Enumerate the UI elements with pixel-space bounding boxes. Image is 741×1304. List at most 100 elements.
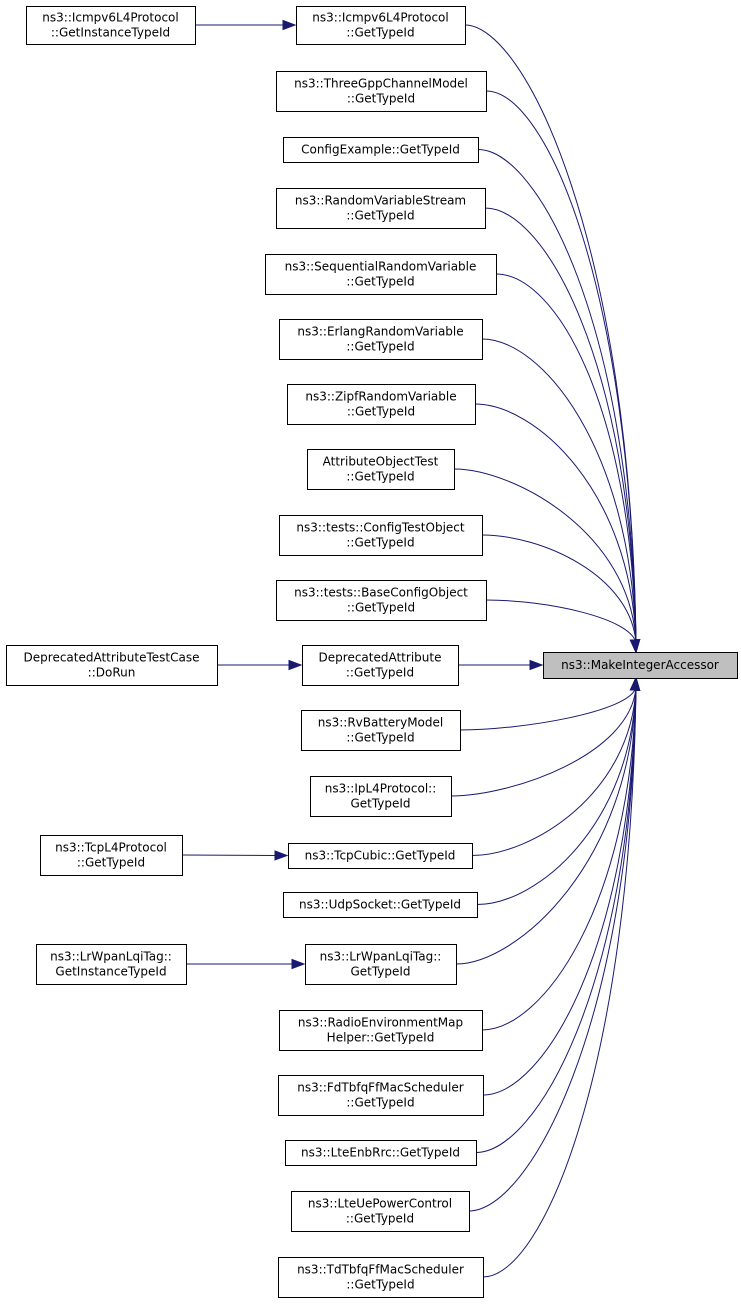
node-box (26, 6, 196, 45)
arrowhead-deprecatedattribute-gettypeid (529, 659, 544, 671)
edge-erlangrandomvariable-gettypeid (481, 338, 637, 644)
node-label-line: ns3::RadioEnvironmentMap (298, 1016, 463, 1030)
node-label-line: ::GetTypeId (346, 1212, 414, 1226)
node-target[interactable]: ns3::MakeIntegerAccessor (543, 652, 738, 679)
edge-ipl4protocol-gettypeid (450, 686, 637, 797)
node-label-line: ns3::Icmpv6L4Protocol (312, 11, 448, 25)
node-randomvariablestream-gettypeid[interactable]: ns3::RandomVariableStream::GetTypeId (276, 188, 486, 229)
node-label-line: ns3::FdTbfqFfMacScheduler (297, 1081, 463, 1095)
edge-tdtbfqffmacscheduler-gettypeid (482, 686, 637, 1278)
node-box (6, 645, 218, 686)
node-zipfrandomvariable-gettypeid[interactable]: ns3::ZipfRandomVariable::GetTypeId (287, 384, 476, 425)
node-udpsocket-gettypeid[interactable]: ns3::UdpSocket::GetTypeId (283, 892, 478, 918)
node-label-line: ::GetTypeId (346, 275, 414, 289)
node-label-line: ::GetTypeId (346, 1096, 414, 1110)
node-label-line: ::GetInstanceTypeId (51, 26, 170, 40)
arrowhead-tcpl4protocol-gettypeid (274, 850, 289, 861)
node-erlangrandomvariable-gettypeid[interactable]: ns3::ErlangRandomVariable::GetTypeId (279, 319, 483, 360)
edge-configtestobject-gettypeid (481, 534, 637, 644)
node-sequentialrandomvariable-gettypeid[interactable]: ns3::SequentialRandomVariable::GetTypeId (265, 254, 497, 295)
node-attributeobjecttest-gettypeid[interactable]: AttributeObjectTest::GetTypeId (307, 449, 455, 490)
node-rvbatterymodel-gettypeid[interactable]: ns3::RvBatteryModel::GetTypeId (301, 710, 461, 751)
node-label-line: ::GetTypeId (347, 405, 415, 419)
node-label-line: ::GetTypeId (77, 856, 145, 870)
node-box (296, 6, 466, 45)
node-icmpv6-gettypeid[interactable]: ns3::Icmpv6L4Protocol::GetTypeId (296, 6, 466, 45)
node-label-line: ns3::MakeIntegerAccessor (561, 658, 719, 672)
node-label-line: ns3::TdTbfqFfMacScheduler (297, 1263, 464, 1277)
node-box (265, 254, 497, 295)
node-tcpcubic-gettypeid[interactable]: ns3::TcpCubic::GetTypeId (288, 843, 473, 869)
node-baseconfigobject-gettypeid[interactable]: ns3::tests::BaseConfigObject::GetTypeId (276, 580, 487, 621)
node-label-line: ns3::LrWpanLqiTag:: (320, 950, 442, 964)
edges-layer (181, 19, 641, 1278)
edge-icmpv6-gettypeid (464, 24, 637, 644)
edge-fdtbfqffmacscheduler-gettypeid (482, 686, 637, 1096)
edge-zipfrandomvariable-gettypeid (474, 403, 637, 644)
node-label-line: ns3::RandomVariableStream (295, 194, 466, 208)
node-deprecatedattributetestcase-dorun[interactable]: DeprecatedAttributeTestCase::DoRun (6, 645, 218, 686)
node-label-line: ::GetTypeId (346, 340, 414, 354)
arrowhead-icmpv6-getinstancetypeid (282, 19, 297, 31)
node-label-line: DeprecatedAttributeTestCase (24, 651, 200, 665)
node-fdtbfqffmacscheduler-gettypeid[interactable]: ns3::FdTbfqFfMacScheduler::GetTypeId (278, 1075, 484, 1116)
node-label-line: ns3::ThreeGppChannelModel (294, 77, 468, 91)
node-label-line: ::GetTypeId (347, 92, 415, 106)
node-label-line: ns3::LteEnbRrc::GetTypeId (301, 1146, 460, 1160)
node-label-line: ::GetTypeId (346, 26, 414, 40)
node-label-line: ns3::ErlangRandomVariable (297, 325, 463, 339)
node-label-line: AttributeObjectTest (323, 455, 439, 469)
edge-radioenvironmentmaphelper-gettypeid (481, 686, 637, 1031)
node-box (310, 776, 452, 817)
node-label-line: ns3::UdpSocket::GetTypeId (299, 898, 461, 912)
node-box (276, 71, 487, 112)
node-box (279, 319, 483, 360)
edge-threegpp-gettypeid (485, 90, 637, 644)
node-box (305, 944, 457, 985)
node-label-line: ns3::IpL4Protocol:: (325, 782, 437, 796)
node-label-line: GetTypeId (350, 797, 410, 811)
node-box (285, 1140, 477, 1166)
node-box (276, 188, 486, 229)
node-tdtbfqffmacscheduler-gettypeid[interactable]: ns3::TdTbfqFfMacScheduler::GetTypeId (278, 1257, 484, 1298)
node-label-line: ns3::ZipfRandomVariable (305, 390, 456, 404)
node-label-line: ns3::Icmpv6L4Protocol (42, 11, 178, 25)
node-box (40, 835, 183, 876)
node-lteuepowercontrol-gettypeid[interactable]: ns3::LteUePowerControl::GetTypeId (291, 1191, 470, 1232)
edge-randomvariablestream-gettypeid (484, 207, 637, 644)
node-box (301, 710, 461, 751)
node-tcpl4protocol-gettypeid[interactable]: ns3::TcpL4Protocol::GetTypeId (40, 835, 183, 876)
node-label-line: ns3::LrWpanLqiTag:: (50, 950, 172, 964)
nodes-layer: ns3::MakeIntegerAccessor ns3::Icmpv6L4Pro… (6, 6, 738, 1298)
node-icmpv6-getinstancetypeid[interactable]: ns3::Icmpv6L4Protocol::GetInstanceTypeId (26, 6, 196, 45)
node-threegpp-gettypeid[interactable]: ns3::ThreeGppChannelModel::GetTypeId (276, 71, 487, 112)
node-lrwpanlqitag-gettypeid[interactable]: ns3::LrWpanLqiTag::GetTypeId (305, 944, 457, 985)
node-label-line: ns3::tests::ConfigTestObject (296, 521, 464, 535)
node-label-line: ::GetTypeId (346, 470, 414, 484)
node-lteenbrrc-gettypeid[interactable]: ns3::LteEnbRrc::GetTypeId (285, 1140, 477, 1166)
arrowhead-tdtbfqffmacscheduler-gettypeid (629, 676, 641, 691)
node-label-line: ns3::TcpL4Protocol (55, 841, 167, 855)
node-ipl4protocol-gettypeid[interactable]: ns3::IpL4Protocol::GetTypeId (310, 776, 452, 817)
node-box (283, 892, 478, 918)
arrowhead-baseconfigobject-gettypeid (629, 639, 641, 654)
node-box (287, 384, 476, 425)
node-box (278, 1257, 484, 1298)
edge-sequentialrandomvariable-gettypeid (495, 273, 637, 644)
node-label-line: ConfigExample::GetTypeId (301, 143, 460, 157)
node-label-line: GetTypeId (350, 965, 410, 979)
node-configexample-gettypeid[interactable]: ConfigExample::GetTypeId (283, 137, 479, 163)
node-configtestobject-gettypeid[interactable]: ns3::tests::ConfigTestObject::GetTypeId (279, 515, 483, 556)
edge-baseconfigobject-gettypeid (485, 599, 637, 644)
node-label-line: ::GetTypeId (347, 601, 415, 615)
node-box (291, 1191, 470, 1232)
edge-lteuepowercontrol-gettypeid (468, 686, 637, 1212)
node-box (278, 1075, 484, 1116)
node-lrwpanlqitag-getinstancetypeid[interactable]: ns3::LrWpanLqiTag::GetInstanceTypeId (36, 944, 187, 985)
node-label-line: ns3::tests::BaseConfigObject (294, 586, 468, 600)
node-label-line: GetInstanceTypeId (55, 965, 166, 979)
node-deprecatedattribute-gettypeid[interactable]: DeprecatedAttribute::GetTypeId (302, 645, 459, 686)
edge-udpsocket-gettypeid (476, 686, 637, 905)
node-radioenvironmentmaphelper-gettypeid[interactable]: ns3::RadioEnvironmentMapHelper::GetTypeI… (279, 1010, 483, 1051)
edge-lteenbrrc-gettypeid (475, 686, 637, 1153)
